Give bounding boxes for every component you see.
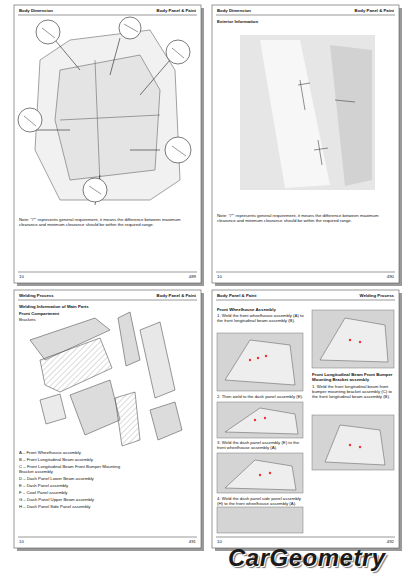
page-heading: Body Dimension <box>19 8 107 13</box>
page-text: 3. Weld the dash panel assembly (E) to t… <box>217 440 305 450</box>
page-text: 2. Then weld to the dash panel assembly … <box>217 394 305 399</box>
page-heading: Front Wheelhouse Assembly <box>217 307 307 312</box>
page-heading: Body Panel & Paint <box>306 8 394 13</box>
manual-page: Body Panel & PaintWelding ProcessFront W… <box>212 290 399 548</box>
page-heading: Front Longitudinal Beam Front Bumper Mou… <box>312 372 396 382</box>
page-text: 489 <box>154 274 196 279</box>
manual-page: Body DimensionBody Panel & PaintNote: "/… <box>14 5 201 283</box>
page-text: Brackets <box>19 317 119 322</box>
page-heading: Welding Process <box>306 293 394 298</box>
page-text: D – Dash Panel Lower Beam assembly <box>19 476 129 481</box>
page-heading: Front Compartment <box>19 311 119 316</box>
page-text: 10 <box>19 274 59 279</box>
page-text: 1. Weld the front wheelhouse assembly (A… <box>217 313 305 323</box>
page-heading: Body Dimension <box>217 8 305 13</box>
page-heading: Exterior Information <box>217 19 317 24</box>
page-text: Note: "/*" represents general requiremen… <box>217 213 394 223</box>
page-text: 491 <box>154 539 196 544</box>
manual-page: Body DimensionBody Panel & PaintExterior… <box>212 5 399 283</box>
page-text: C – Front Longitudinal Beam Front Bumper… <box>19 464 129 474</box>
watermark: CarGeometry <box>228 544 386 572</box>
page-heading: Body Panel & Paint <box>108 8 196 13</box>
page-text: 492 <box>352 539 394 544</box>
page-text: 10 <box>19 539 59 544</box>
page-text: E – Dash Panel assembly <box>19 483 129 488</box>
page-text: A – Front Wheelhouse assembly <box>19 450 129 455</box>
page-heading: Body Panel & Paint <box>108 293 196 298</box>
page-text: G – Dash Panel Upper Beam assembly <box>19 497 129 502</box>
page-heading: Body Panel & Paint <box>217 293 305 298</box>
page-text: 1. Weld the front longitudinal beam fron… <box>312 384 396 399</box>
page-text: 10 <box>217 539 257 544</box>
page-text: 10 <box>217 274 257 279</box>
page-text: Note: "/*" represents general requiremen… <box>19 217 196 227</box>
page-text: B – Front Longitudinal Beam assembly <box>19 457 129 462</box>
page-text: F – Cowl Panel assembly <box>19 490 129 495</box>
manual-page: Welding ProcessBody Panel & PaintWelding… <box>14 290 201 548</box>
page-heading: Welding Process <box>19 293 107 298</box>
page-text: 4. Weld the dash panel side panel assemb… <box>217 496 305 506</box>
page-heading: Welding Information of Main Parts <box>19 304 139 309</box>
page-text: H – Dash Panel Side Panel assembly <box>19 504 129 509</box>
page-text: 490 <box>352 274 394 279</box>
